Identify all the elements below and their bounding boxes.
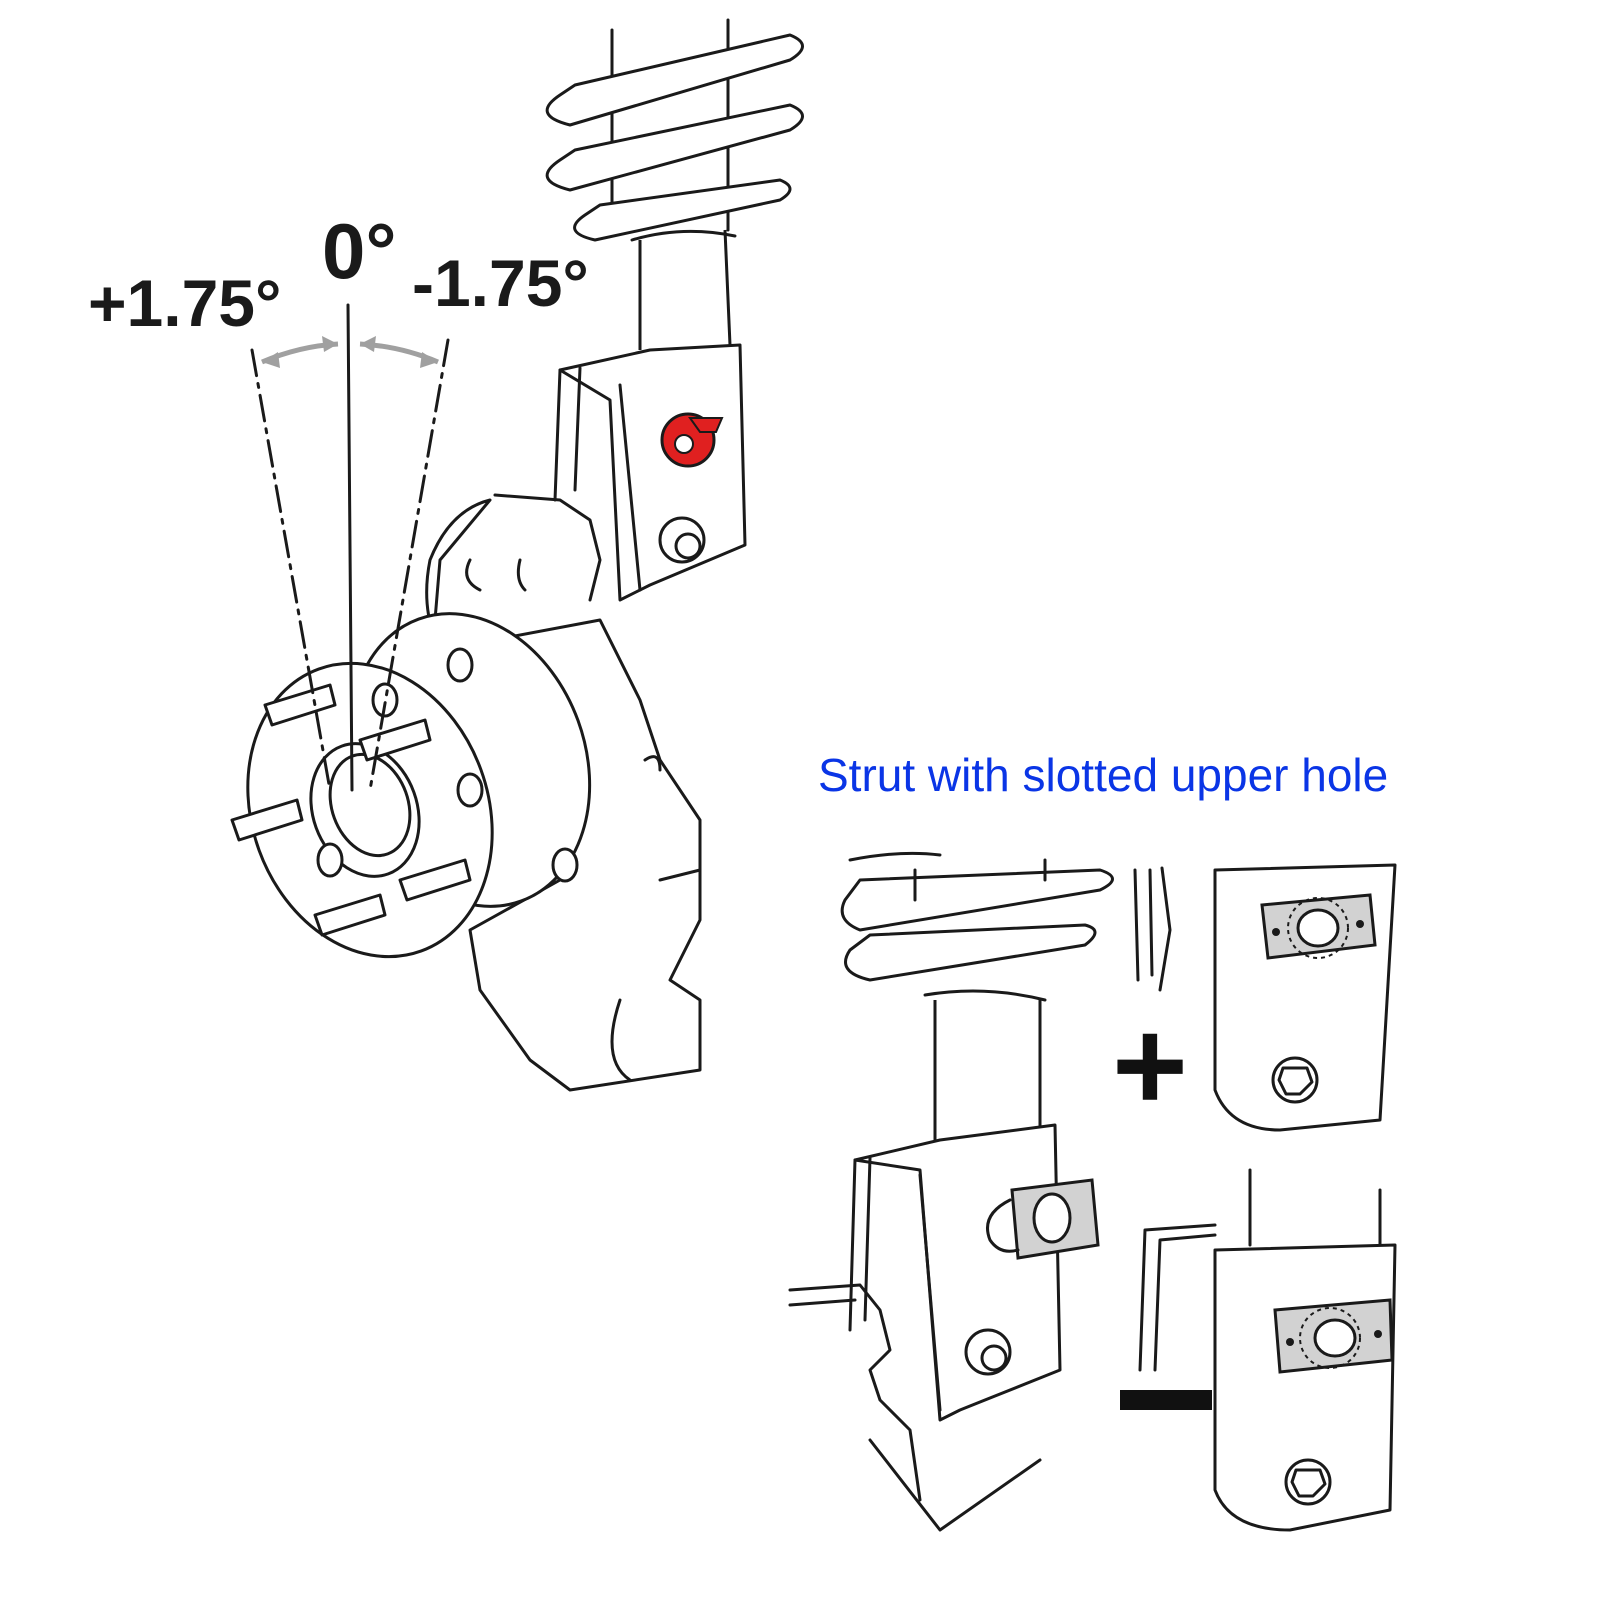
- hub-bore: [309, 742, 421, 878]
- camber-lines: [250, 303, 450, 792]
- plus-slot-hole: [1296, 908, 1340, 948]
- angle-arrows: [261, 336, 439, 368]
- strut-bracket: [558, 343, 747, 602]
- minus-slot-hole: [1313, 1318, 1357, 1358]
- plus-detail: [1133, 863, 1397, 1132]
- minus-sign: [1120, 1390, 1212, 1410]
- wheel-studs: [230, 683, 472, 937]
- slotted-hole: [1032, 1192, 1072, 1244]
- cam-bolt-highlight: [660, 412, 724, 468]
- slotted-strut-body: [933, 1000, 1042, 1140]
- angle-label-zero: 0°: [322, 207, 397, 295]
- coil-spring: [545, 33, 804, 242]
- angle-label-positive: +1.75°: [88, 266, 282, 340]
- angle-label-negative: -1.75°: [412, 246, 589, 320]
- plus-sign: +: [1112, 992, 1188, 1138]
- strut-body: [638, 229, 732, 350]
- slotted-coil-bottom: [844, 923, 1097, 982]
- slotted-bracket: [853, 1123, 1062, 1422]
- flange-holes: [316, 647, 579, 883]
- minus-detail: [1138, 1168, 1397, 1532]
- diagram-caption: Strut with slotted upper hole: [818, 749, 1389, 801]
- slotted-coil-top: [840, 868, 1114, 932]
- main-strut-assembly: [230, 18, 804, 1092]
- slotted-strut-assembly: [788, 851, 1114, 1532]
